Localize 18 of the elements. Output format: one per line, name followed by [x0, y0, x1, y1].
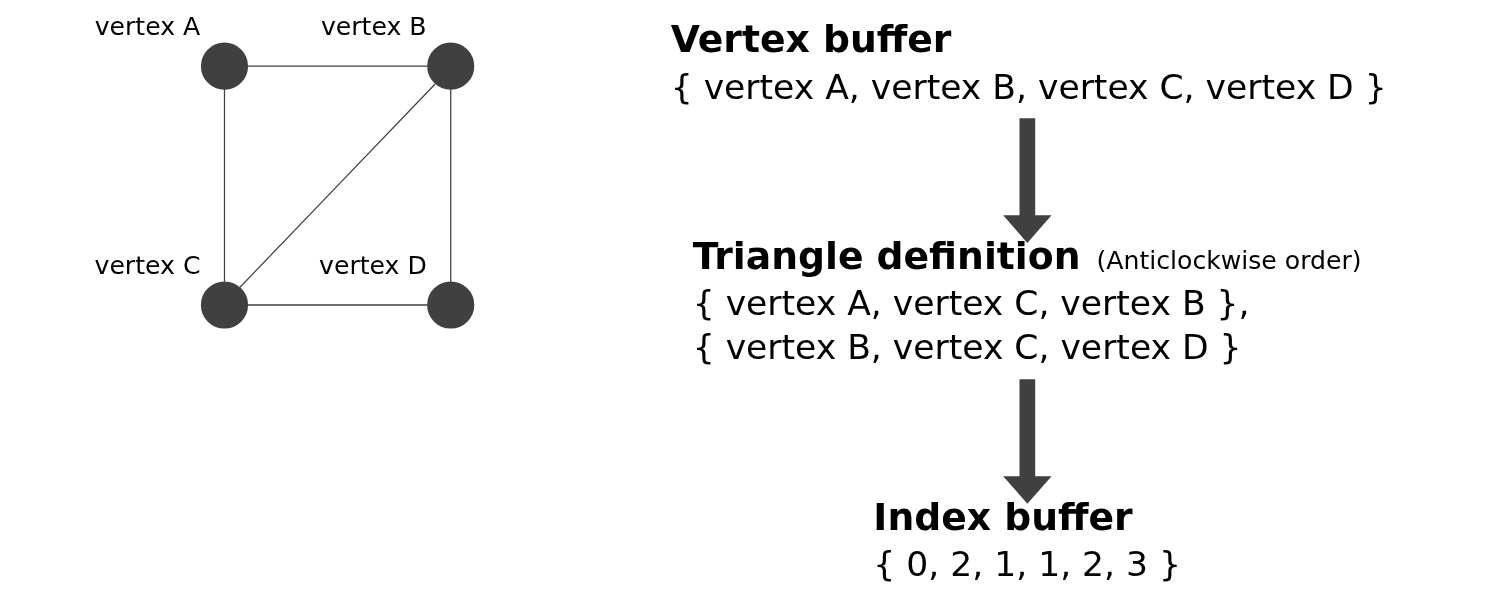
connector [449, 88, 451, 283]
node-text: Index buffer { 0, 2, 1, 1, 2, 3 } [872, 494, 1181, 585]
node-label: vertex B [320, 12, 427, 42]
node-circle [200, 42, 248, 90]
connector [223, 88, 225, 283]
node-label: vertex A [94, 12, 200, 42]
node-circle [426, 281, 474, 329]
connector [246, 65, 428, 67]
connector [238, 83, 436, 289]
node-circle [426, 42, 474, 90]
arrow [1002, 118, 1052, 243]
node-circle [200, 281, 248, 329]
connector [246, 304, 428, 306]
arrow [1002, 379, 1052, 504]
node-label: vertex D [318, 251, 427, 281]
node-text: Triangle definition (Anticlockwise order) { vertex A, vertex C, vertex B }, { vertex B, vertex C, vertex D } [692, 234, 1362, 368]
node-label: vertex C [94, 251, 200, 281]
node-text: Vertex buffer { vertex A, vertex B, vertex C, vertex D } [670, 17, 1387, 107]
